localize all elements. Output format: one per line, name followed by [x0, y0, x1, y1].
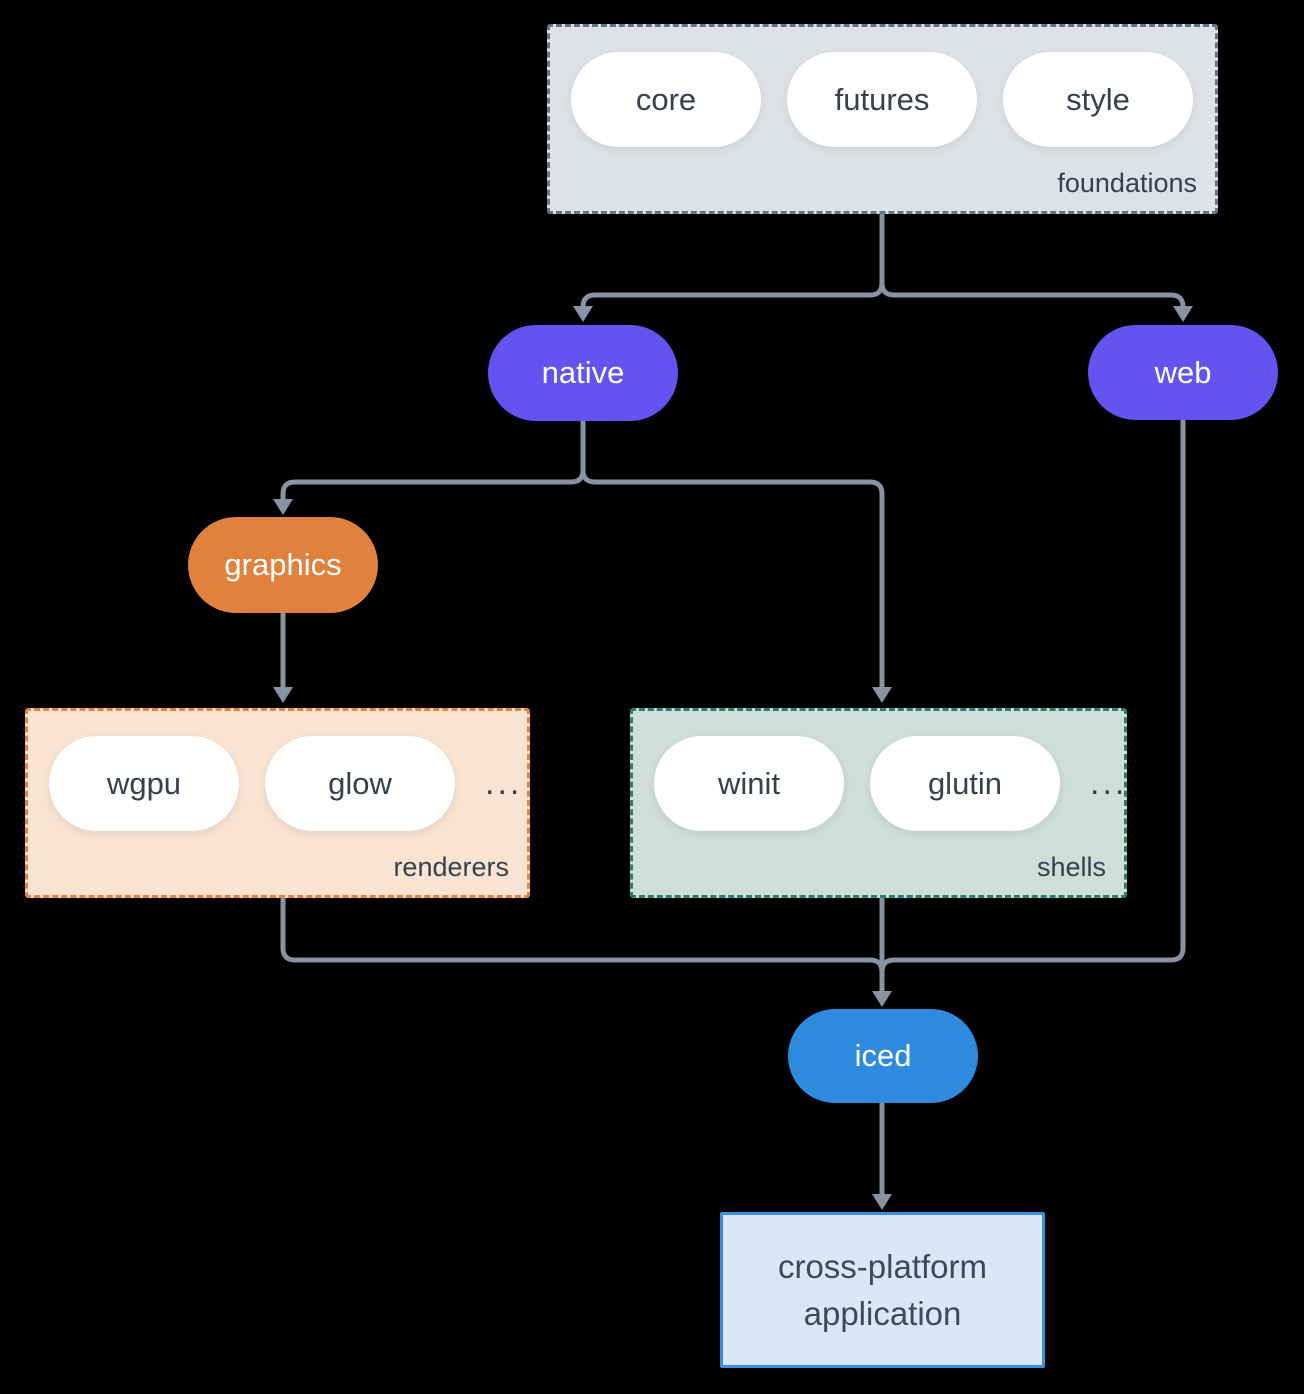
foundations-pill-row: core futures style	[571, 52, 1193, 147]
renderers-pill-row: wgpu glow ...	[49, 736, 522, 831]
application-box: cross-platform application	[720, 1212, 1045, 1368]
connector-foundations-to-native	[580, 214, 885, 308]
arrowhead-web	[1173, 306, 1193, 322]
pill-style: style	[1003, 52, 1193, 147]
node-graphics: graphics	[188, 517, 378, 613]
node-native: native	[488, 325, 678, 421]
node-iced: iced	[788, 1009, 978, 1103]
node-web: web	[1088, 325, 1278, 420]
pill-wgpu: wgpu	[49, 736, 239, 831]
pill-core: core	[571, 52, 761, 147]
renderers-ellipsis: ...	[485, 764, 523, 802]
arrowhead-shells	[872, 687, 892, 703]
pill-glutin: glutin	[870, 736, 1060, 831]
connector-renderers-to-iced	[280, 898, 885, 973]
pill-glow: glow	[265, 736, 455, 831]
connector-native-to-shells	[580, 469, 885, 687]
pill-winit: winit	[654, 736, 844, 831]
arrowhead-renderers	[273, 687, 293, 703]
pill-futures: futures	[787, 52, 977, 147]
connector-foundations-to-web	[879, 282, 1186, 308]
shells-ellipsis: ...	[1090, 764, 1128, 802]
arrowhead-graphics	[273, 499, 293, 515]
shells-pill-row: winit glutin ...	[654, 736, 1127, 831]
foundations-label: foundations	[1057, 168, 1197, 198]
connector-native-to-graphics	[280, 421, 586, 499]
arrowhead-native	[573, 306, 593, 322]
arrowhead-application	[872, 1194, 892, 1210]
arrowhead-iced	[872, 991, 892, 1007]
renderers-label: renderers	[393, 852, 509, 882]
group-shells: winit glutin ... shells	[630, 708, 1127, 898]
group-renderers: wgpu glow ... renderers	[25, 708, 530, 898]
group-foundations: core futures style foundations	[547, 24, 1218, 214]
shells-label: shells	[1036, 852, 1106, 882]
